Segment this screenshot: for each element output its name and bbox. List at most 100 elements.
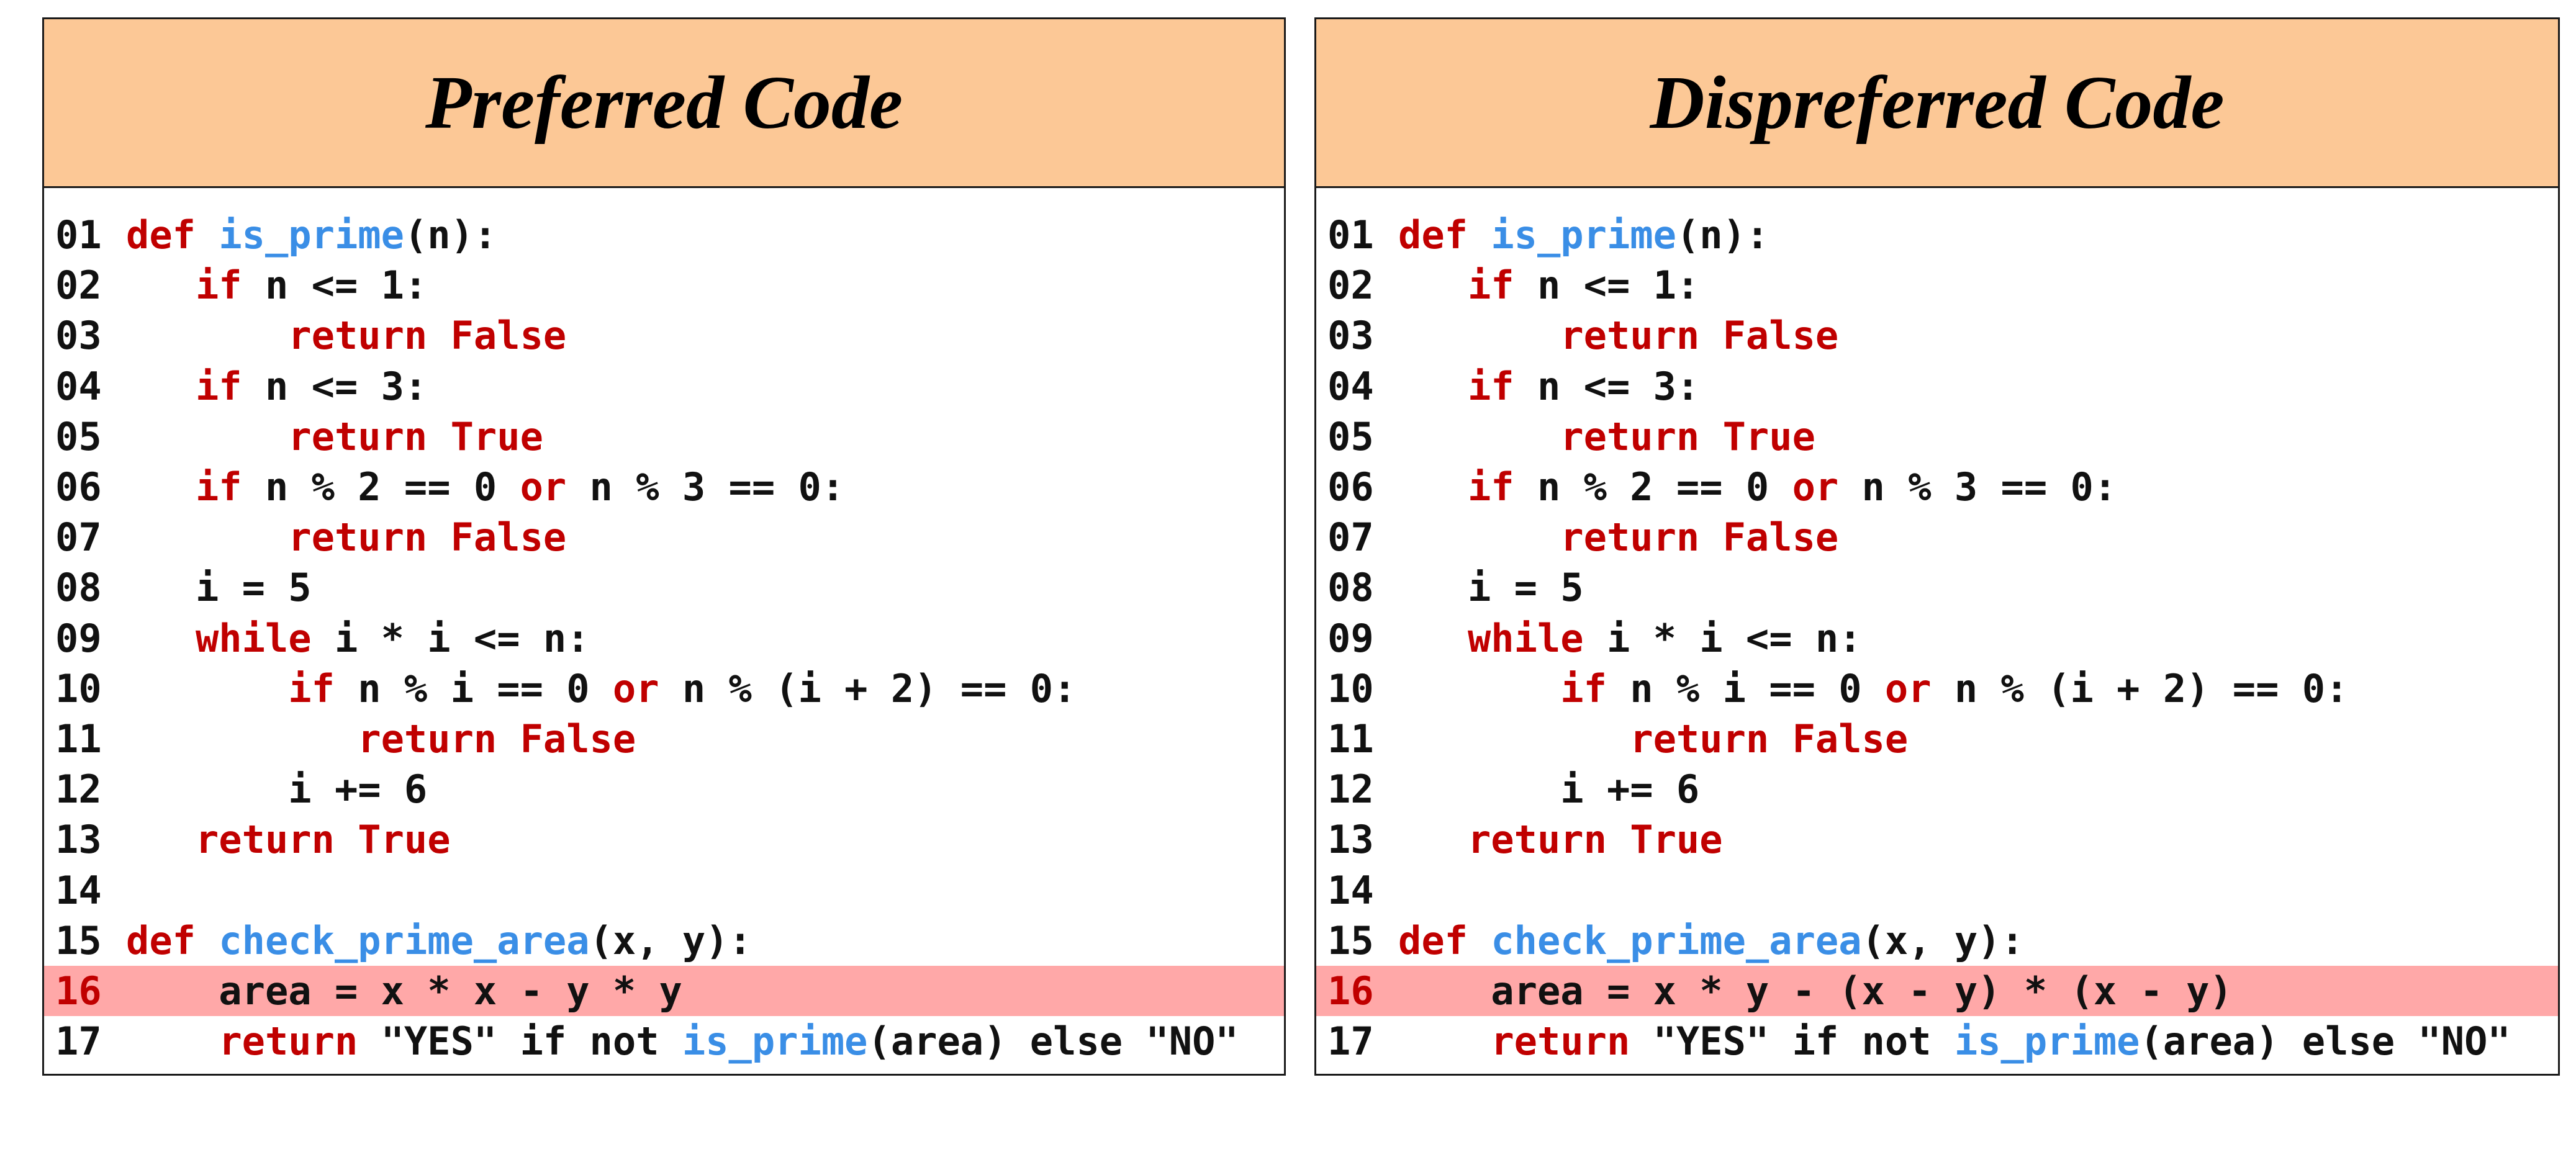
code-line: 04 if n <= 3:	[44, 361, 1284, 412]
code-text: (x, y):	[589, 917, 752, 963]
code-text	[1398, 817, 1468, 862]
code-line: 10 if n % i == 0 or n % (i + 2) == 0:	[1316, 664, 2558, 714]
code-keyword: if	[288, 665, 335, 711]
code-text	[126, 464, 196, 510]
panel-title: Preferred Code	[425, 60, 903, 145]
code-text	[1398, 616, 1468, 661]
code-keyword: or	[1884, 665, 1932, 711]
code-text: i * i <= n:	[311, 615, 590, 661]
code-text	[1398, 1019, 1491, 1064]
code-keyword: if	[195, 263, 242, 308]
code-text: n <= 1:	[1514, 263, 1700, 308]
code-text	[126, 515, 288, 560]
code-text: n % i == 0	[334, 665, 613, 711]
code-keyword: if	[1467, 363, 1514, 409]
line-number: 08	[1327, 565, 1374, 611]
line-number: 07	[55, 515, 102, 560]
code-text	[1398, 364, 1468, 409]
code-keyword: return True	[288, 413, 543, 459]
code-line: 05 return True	[44, 412, 1284, 462]
code-keyword: return False	[1630, 716, 1909, 762]
code-line: 10 if n % i == 0 or n % (i + 2) == 0:	[44, 664, 1284, 714]
line-number: 12	[55, 767, 102, 812]
line-number: 09	[1327, 615, 1374, 661]
code-line: 03 return False	[1316, 310, 2558, 361]
code-text: (area) else "NO"	[2140, 1019, 2511, 1064]
code-line: 11 return False	[1316, 714, 2558, 764]
code-keyword: or	[520, 464, 567, 510]
code-keyword: return False	[288, 515, 567, 560]
code-keyword: or	[612, 665, 659, 711]
code-text: i += 6	[126, 767, 428, 812]
code-function-name: is_prime	[1491, 212, 1676, 258]
code-function-name: is_prime	[682, 1019, 868, 1064]
code-text: n % 2 == 0	[242, 464, 520, 510]
code-text: "YES" if not	[1630, 1019, 1955, 1064]
code-text: n % 3 == 0:	[1838, 464, 2117, 510]
code-keyword: if	[195, 363, 242, 409]
code-keyword: def	[1398, 917, 1491, 963]
line-number: 04	[55, 363, 102, 409]
code-text	[126, 313, 288, 358]
line-number: 14	[1327, 867, 1374, 913]
code-line: 04 if n <= 3:	[1316, 361, 2558, 412]
code-line: 14	[44, 865, 1284, 915]
code-keyword: return True	[1467, 817, 1723, 863]
line-number: 08	[55, 565, 102, 611]
code-text	[126, 666, 288, 711]
code-keyword: while	[195, 615, 312, 661]
code-function-name: is_prime	[219, 212, 404, 258]
code-line: 17 return "YES" if not is_prime(area) el…	[44, 1016, 1284, 1066]
line-number: 13	[1327, 817, 1374, 863]
code-text	[126, 364, 196, 409]
line-number: 14	[55, 867, 102, 913]
code-text: n % 2 == 0	[1514, 464, 1792, 510]
code-line: 06 if n % 2 == 0 or n % 3 == 0:	[44, 462, 1284, 512]
code-text	[1398, 666, 1560, 711]
code-keyword: while	[1467, 615, 1584, 661]
code-line: 09 while i * i <= n:	[1316, 613, 2558, 664]
line-number: 17	[1327, 1019, 1374, 1064]
code-keyword: def	[126, 917, 219, 963]
code-keyword: return False	[288, 313, 567, 359]
code-line: 12 i += 6	[1316, 764, 2558, 814]
line-number: 01	[1327, 212, 1374, 258]
code-line: 02 if n <= 1:	[1316, 260, 2558, 310]
line-number: 11	[1327, 716, 1374, 762]
code-line: 05 return True	[1316, 412, 2558, 462]
code-text	[1398, 263, 1468, 308]
code-line: 11 return False	[44, 714, 1284, 764]
line-number: 11	[55, 716, 102, 762]
code-line: 02 if n <= 1:	[44, 260, 1284, 310]
line-number: 12	[1327, 767, 1374, 812]
code-line: 17 return "YES" if not is_prime(area) el…	[1316, 1016, 2558, 1066]
line-number: 13	[55, 817, 102, 863]
code-keyword: if	[1467, 263, 1514, 308]
code-text	[126, 716, 358, 762]
code-line: 13 return True	[44, 814, 1284, 865]
code-text: n % (i + 2) == 0:	[659, 665, 1077, 711]
line-number: 06	[1327, 464, 1374, 510]
line-number: 03	[1327, 313, 1374, 359]
code-text	[1398, 414, 1560, 459]
line-number: 02	[1327, 263, 1374, 308]
line-number: 10	[55, 665, 102, 711]
code-text: n % (i + 2) == 0:	[1931, 665, 2349, 711]
code-keyword: return True	[1560, 413, 1815, 459]
code-keyword: def	[126, 212, 219, 258]
line-number: 03	[55, 313, 102, 359]
code-function-name: is_prime	[1954, 1019, 2140, 1064]
code-keyword: return	[1491, 1019, 1630, 1064]
code-line-highlighted: 16 area = x * y - (x - y) * (x - y)	[1316, 965, 2558, 1016]
code-line: 07 return False	[1316, 512, 2558, 562]
code-text: (x, y):	[1861, 917, 2024, 963]
code-text: area = x * x - y * y	[126, 968, 682, 1014]
code-text: n % i == 0	[1606, 665, 1885, 711]
